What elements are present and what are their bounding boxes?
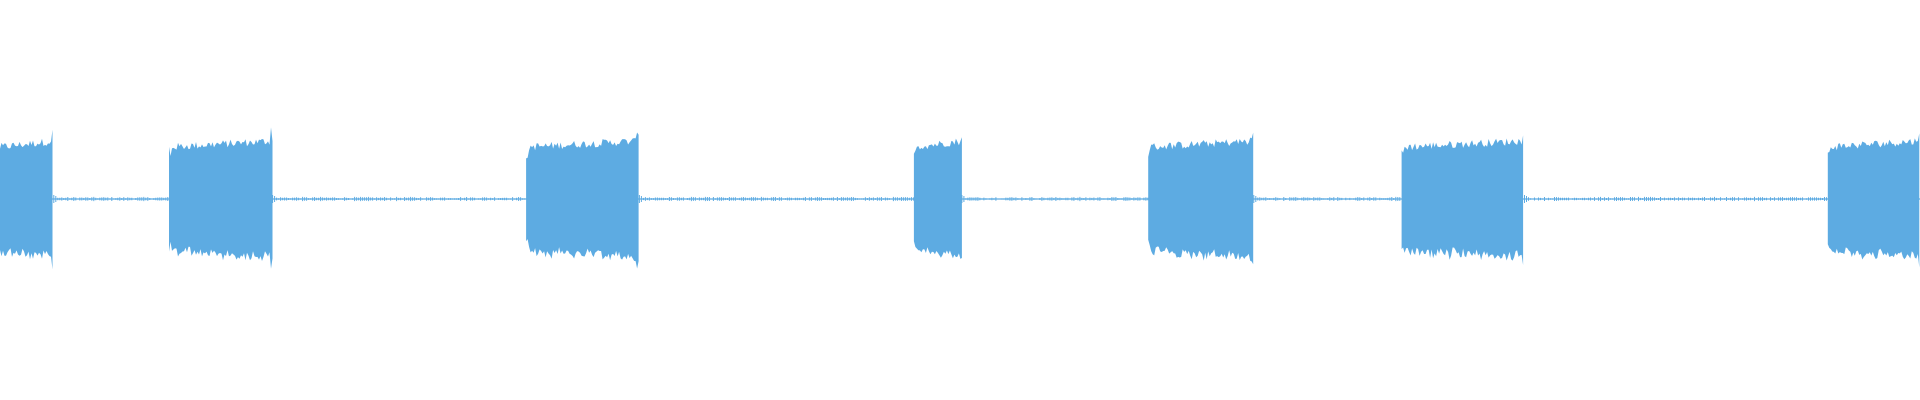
waveform-burst [1827,133,1920,268]
waveform-burst [1401,135,1524,265]
waveform-silence [272,195,526,203]
waveform-silence [961,195,1149,203]
waveform-burst [169,127,273,269]
waveform-silence [1253,195,1401,203]
waveform-burst [526,132,639,269]
waveform-segments [0,127,1920,270]
waveform-burst [0,129,53,270]
waveform-silence [53,195,169,203]
waveform-burst [913,137,962,259]
waveform-burst [1148,132,1254,265]
waveform-silence [638,195,914,203]
waveform-silence [1524,195,1827,203]
